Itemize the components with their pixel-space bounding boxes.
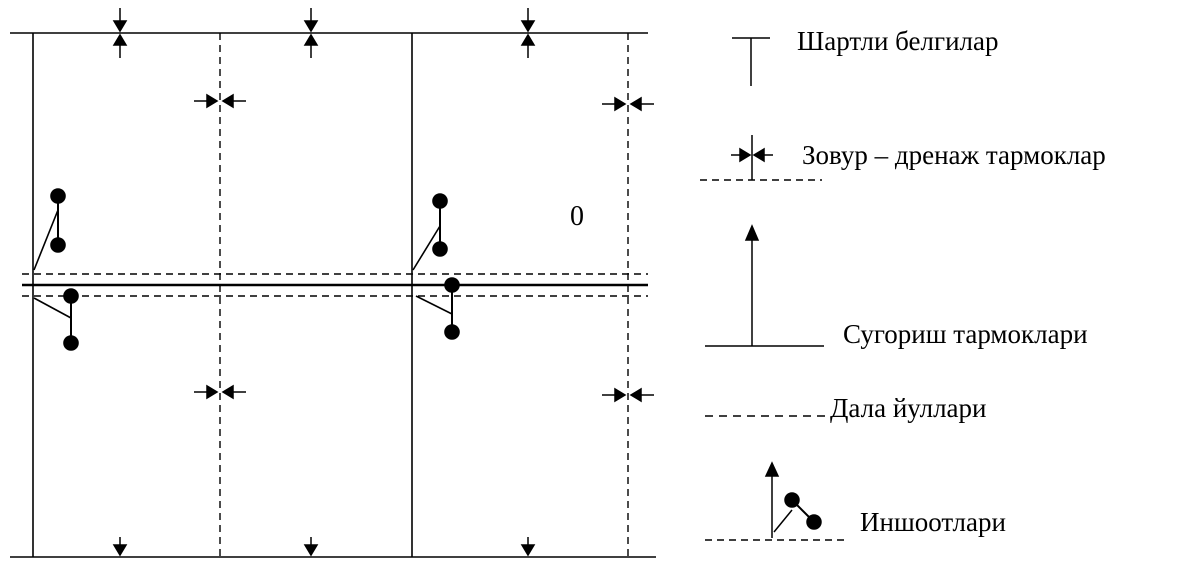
bottom-arrow-marker-3 <box>520 537 536 557</box>
boundary-arrow-markers <box>112 8 536 557</box>
legend-structures-symbol <box>705 461 846 541</box>
legend: Шартли белгилар Зовур – дренаж тармоклар… <box>700 26 1106 541</box>
top-arrow-marker-2 <box>303 8 319 58</box>
drain-marker-2 <box>602 96 654 112</box>
top-arrow-marker-3 <box>520 8 536 58</box>
structure-middle-lower <box>415 277 460 340</box>
legend-structures-label: Иншоотлари <box>860 507 1006 537</box>
legend-drainage-symbol <box>700 135 822 181</box>
structure-left-lower <box>33 288 79 351</box>
structure-middle-upper <box>412 193 448 271</box>
top-arrow-marker-1 <box>112 8 128 58</box>
plot-label: 0 <box>570 201 584 232</box>
legend-title-symbol <box>732 37 770 86</box>
structure-left-upper <box>33 188 66 271</box>
drain-marker-4 <box>602 387 654 403</box>
drain-marker-3 <box>194 384 246 400</box>
legend-drainage-label: Зовур – дренаж тармоклар <box>802 140 1106 170</box>
legend-title: Шартли белгилар <box>797 26 999 56</box>
legend-irrigation-label: Сугориш тармоклари <box>843 319 1088 349</box>
legend-roads-label: Дала йуллари <box>830 393 987 423</box>
field-plan <box>10 32 656 558</box>
drain-arrow-markers <box>194 93 654 403</box>
bottom-arrow-marker-2 <box>303 537 319 557</box>
legend-irrigation-symbol <box>705 224 824 347</box>
bottom-arrow-marker-1 <box>112 537 128 557</box>
structure-symbols <box>33 188 460 351</box>
drain-marker-1 <box>194 93 246 109</box>
